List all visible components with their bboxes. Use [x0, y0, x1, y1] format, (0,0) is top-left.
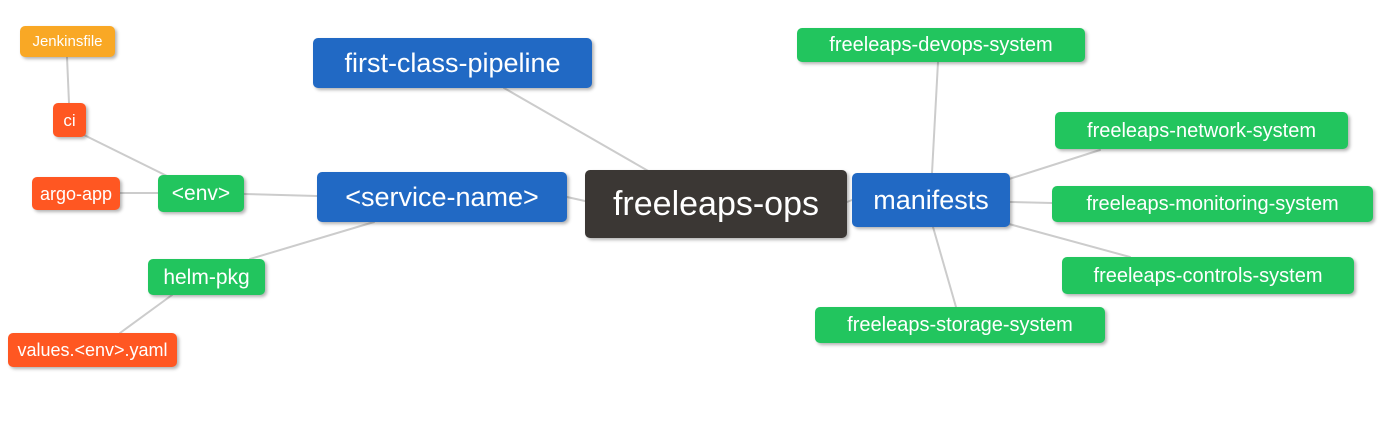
node-env[interactable]: <env>	[158, 175, 244, 212]
node-freeleaps-storage-system[interactable]: freeleaps-storage-system	[815, 307, 1105, 343]
edge-manifests-devops-system	[931, 61, 939, 174]
edge-env-service-name	[243, 193, 318, 197]
edge-ci-env	[83, 134, 168, 177]
node-freeleaps-devops-system[interactable]: freeleaps-devops-system	[797, 28, 1085, 62]
node-freeleaps-monitoring-system[interactable]: freeleaps-monitoring-system	[1052, 186, 1373, 222]
node-first-class-pipeline[interactable]: first-class-pipeline	[313, 38, 592, 88]
edge-manifests-network-system	[1008, 149, 1101, 180]
edge-helm-pkg-values-yaml	[119, 294, 173, 334]
node-freeleaps-network-system[interactable]: freeleaps-network-system	[1055, 112, 1348, 149]
node-freeleaps-controls-system[interactable]: freeleaps-controls-system	[1062, 257, 1354, 294]
edge-manifests-storage-system	[932, 226, 957, 308]
node-freeleaps-ops[interactable]: freeleaps-ops	[585, 170, 847, 238]
edge-service-name-helm-pkg	[249, 221, 375, 260]
edge-first-class-pipeline-freeleaps-ops	[503, 87, 651, 173]
node-manifests[interactable]: manifests	[852, 173, 1010, 227]
node-helm-pkg[interactable]: helm-pkg	[148, 259, 265, 295]
edge-manifests-controls-system	[1008, 223, 1131, 258]
node-jenkinsfile[interactable]: Jenkinsfile	[20, 26, 115, 57]
edge-service-name-freeleaps-ops	[566, 196, 586, 202]
node-values-env-yaml[interactable]: values.<env>.yaml	[8, 333, 177, 367]
node-ci[interactable]: ci	[53, 103, 86, 137]
edge-manifests-monitoring-system	[1009, 201, 1053, 204]
edge-jenkinsfile-ci	[66, 56, 70, 104]
node-argo-app[interactable]: argo-app	[32, 177, 120, 210]
node-service-name[interactable]: <service-name>	[317, 172, 567, 222]
